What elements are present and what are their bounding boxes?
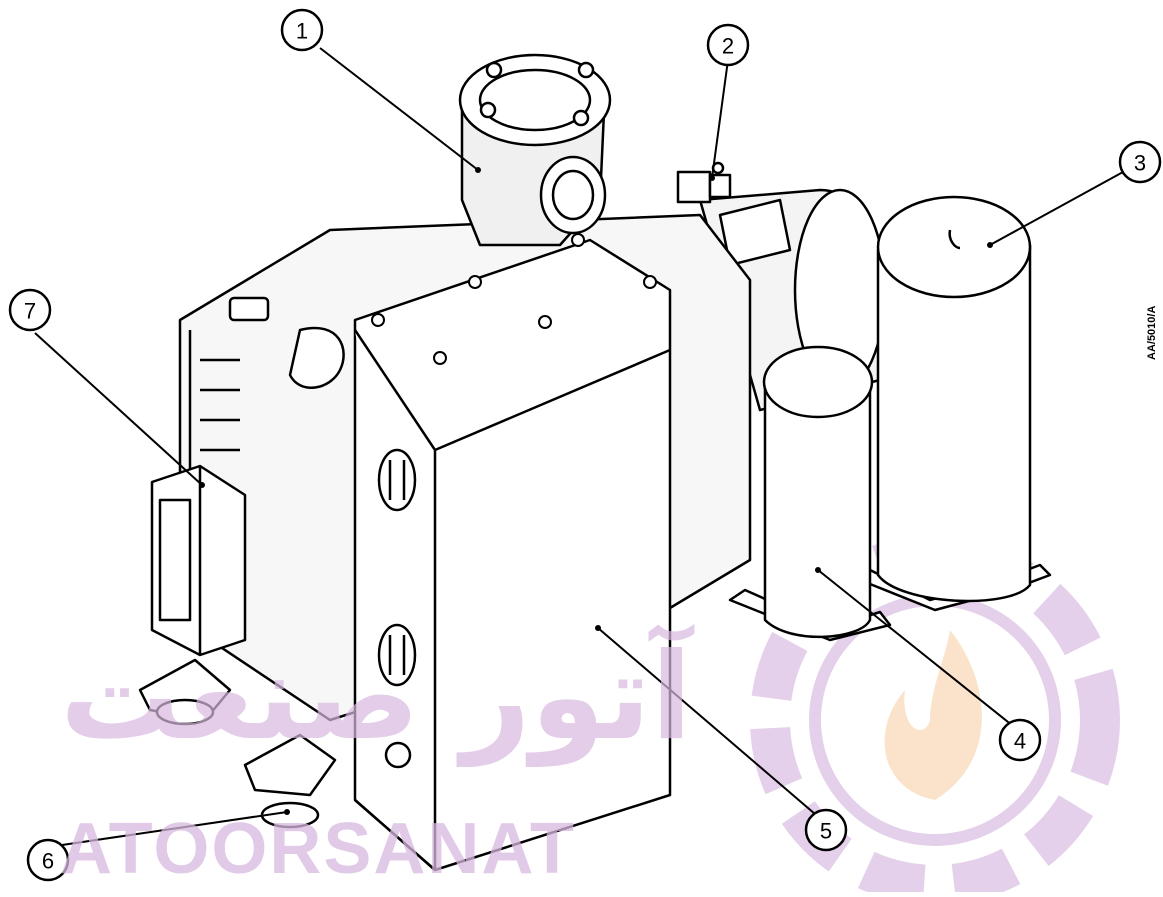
mounting-feet [138,658,337,829]
small-silencer-cylinder [728,345,892,642]
callout-7-label: 7 [24,299,36,324]
gas-ballast-block [150,464,247,657]
inlet-port-assembly [458,53,612,247]
callout-6-label: 6 [42,849,54,874]
leader-lines [34,47,1124,846]
callout-3-label: 3 [1134,151,1146,176]
large-silencer-cylinder [858,195,1052,612]
watermark-arabic-text: آتور صنعت [60,628,692,767]
callout-4-circle [998,718,1042,762]
callout-4-label: 4 [1014,729,1026,754]
leader-dots [199,167,993,815]
solenoid-valve [676,161,732,204]
panel-bolts [371,233,657,365]
callout-7-circle [8,288,52,332]
callout-5-label: 5 [820,819,832,844]
watermark-latin-text: ATOORSANAT [60,809,576,889]
callout-3-circle [1118,140,1162,184]
callout-6-circle [26,838,70,882]
callout-1-label: 1 [296,19,308,44]
callout-2-label: 2 [722,34,734,59]
callout-5-circle [804,808,848,852]
callout-2-circle [706,23,750,67]
front-cover-panel [353,238,672,872]
figure-id: AA/5010/A [1146,305,1158,360]
callout-1-circle [280,8,324,52]
